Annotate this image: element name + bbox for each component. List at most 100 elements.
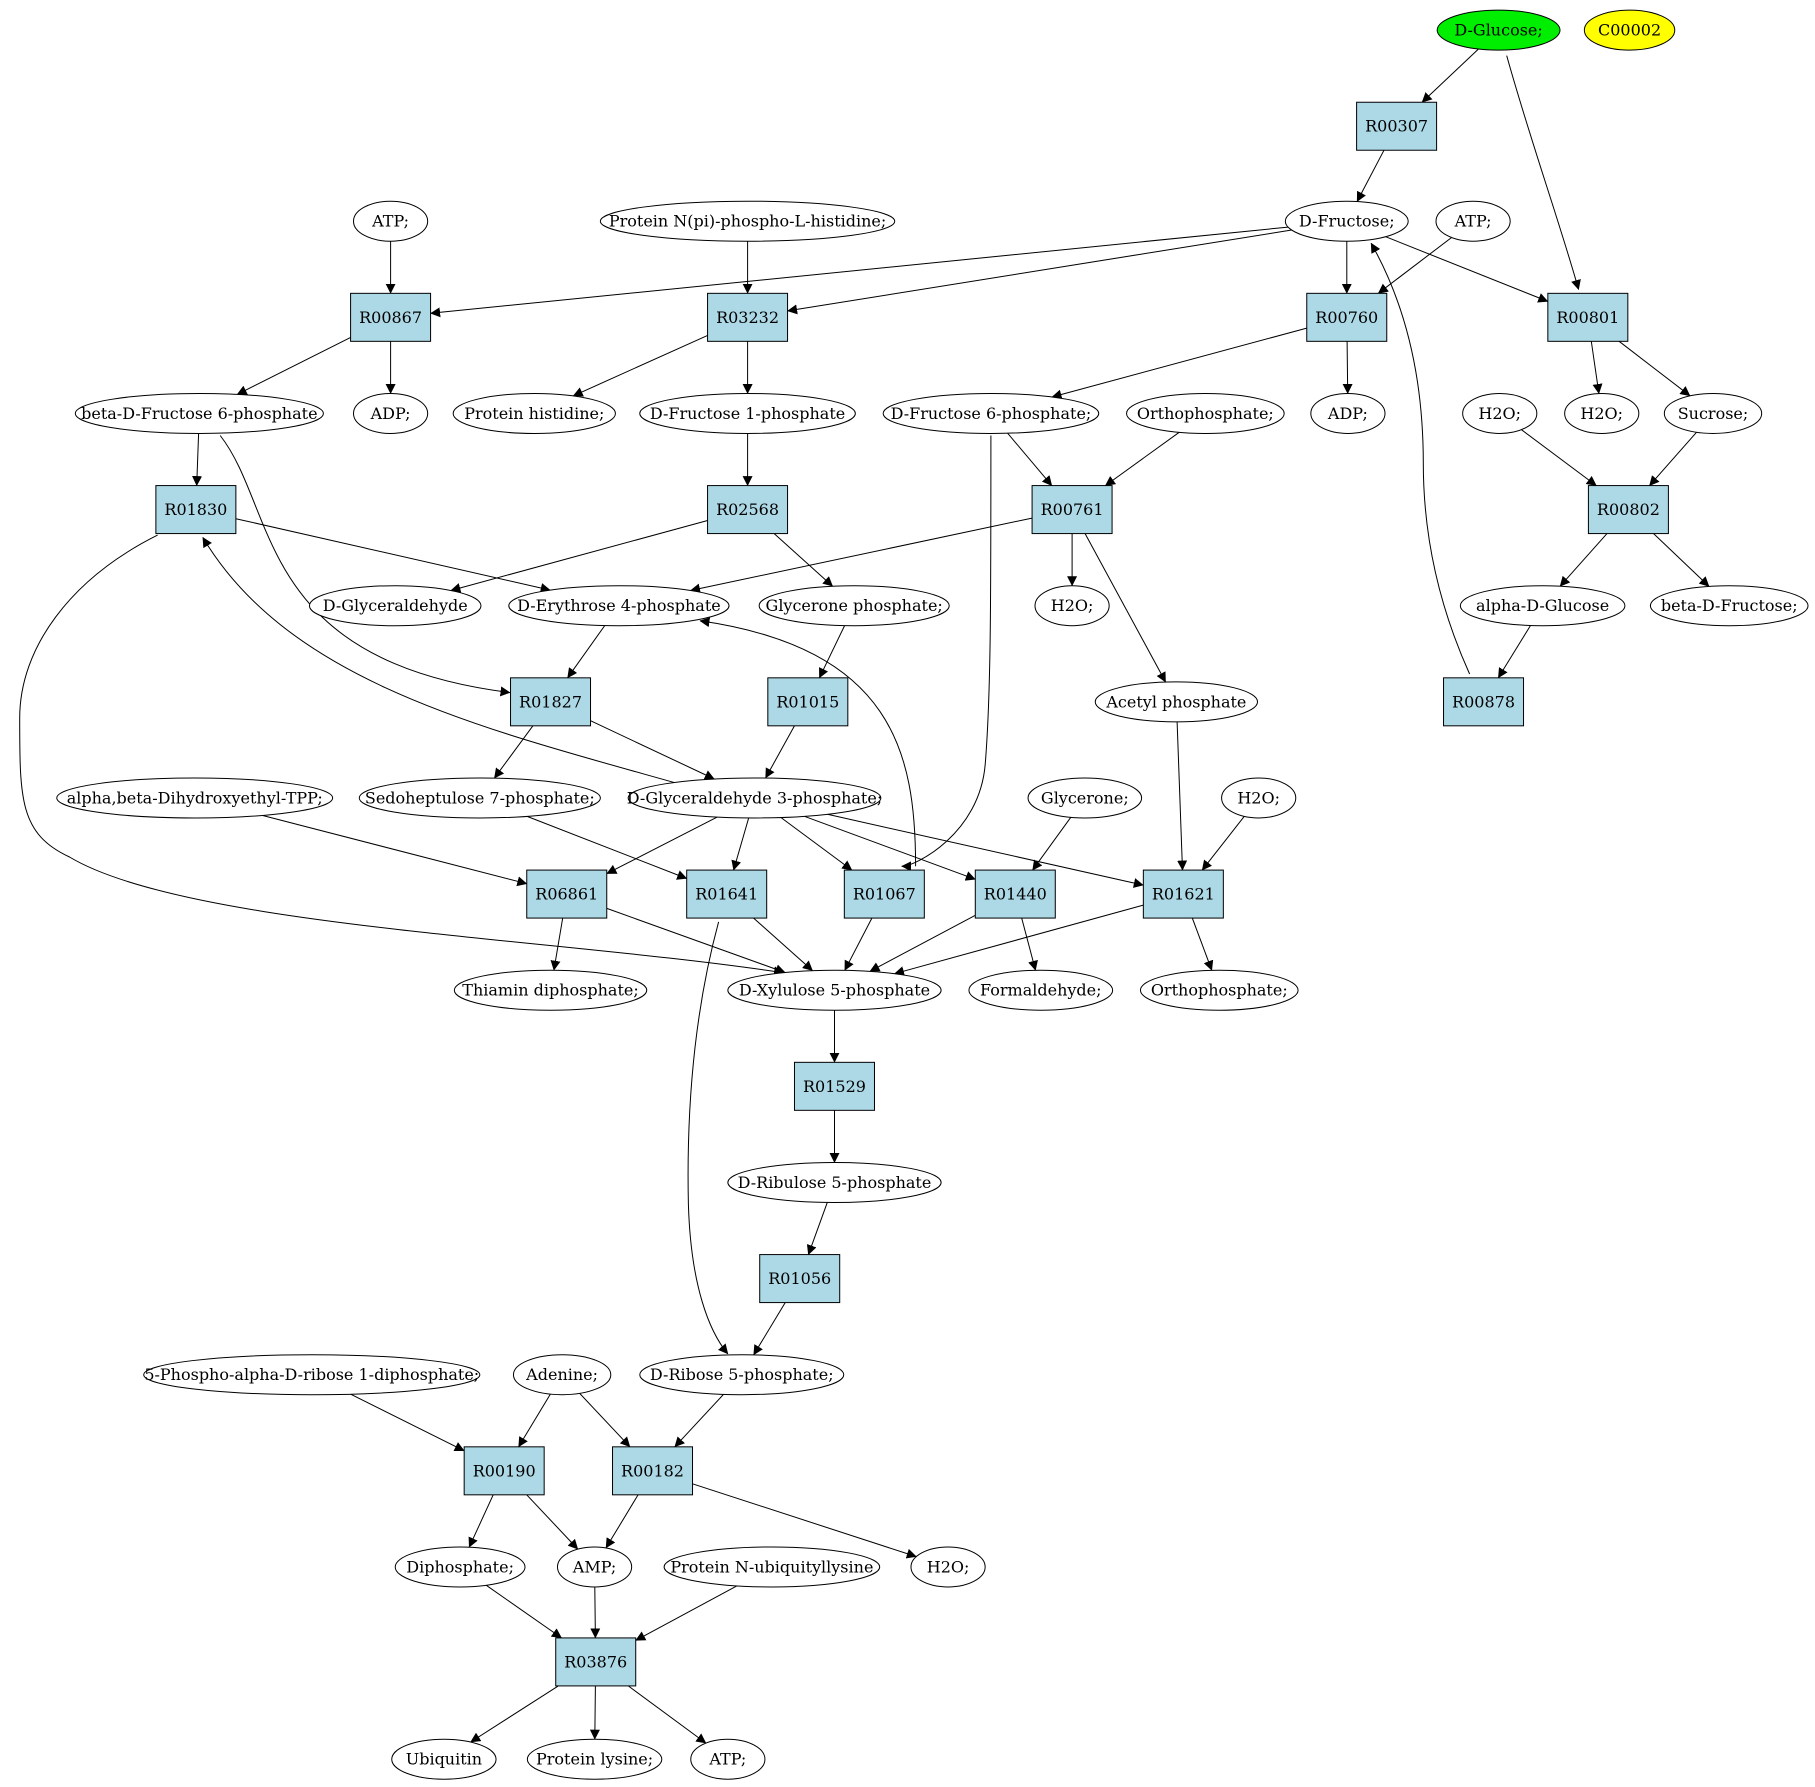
metabolite-ellipse — [358, 777, 601, 819]
metabolite-glycerone[interactable]: Glycerone; — [1027, 777, 1143, 819]
metabolite-dfructose[interactable]: D-Fructose; — [1284, 200, 1409, 242]
metabolite-adp2[interactable]: ADP; — [1310, 392, 1386, 434]
edge-h2o_d-to-r01621 — [1201, 816, 1245, 871]
metabolite-df1p[interactable]: D-Fructose 1-phosphate — [639, 392, 856, 434]
metabolite-bdfru[interactable]: beta-D-Fructose; — [1649, 585, 1809, 627]
metabolite-h2o_a[interactable]: H2O; — [1462, 392, 1538, 434]
metabolite-dglyald[interactable]: D-Glyceraldehyde — [308, 585, 482, 627]
reaction-r00761[interactable]: R00761 — [1031, 485, 1113, 535]
edge-r00182-to-h2o_e — [692, 1483, 917, 1559]
reaction-r01056[interactable]: R01056 — [759, 1254, 841, 1304]
metabolite-c00002[interactable]: C00002 — [1583, 9, 1676, 51]
metabolite-adglc[interactable]: alpha-D-Glucose — [1459, 585, 1626, 627]
metabolite-atp3[interactable]: ATP; — [690, 1738, 766, 1780]
reaction-r06861[interactable]: R06861 — [526, 869, 608, 919]
metabolite-ellipse — [968, 969, 1114, 1011]
reaction-r01067[interactable]: R01067 — [843, 869, 925, 919]
reaction-r02568[interactable]: R02568 — [707, 485, 789, 535]
edge-bdf6p-to-r01827 — [219, 435, 511, 697]
reaction-r01621[interactable]: R01621 — [1142, 869, 1224, 919]
reaction-label: R00878 — [1452, 692, 1515, 711]
edge-r01067-to-x5p — [844, 917, 873, 971]
metabolite-protlys[interactable]: Protein lysine; — [526, 1738, 663, 1780]
reaction-r00802[interactable]: R00802 — [1587, 485, 1669, 535]
metabolite-ellipse — [599, 200, 896, 242]
metabolite-orthop1[interactable]: Orthophosphate; — [1126, 392, 1285, 434]
metabolite-s7p[interactable]: Sedoheptulose 7-phosphate; — [358, 777, 601, 819]
metabolite-atp1[interactable]: ATP; — [352, 200, 429, 242]
reaction-r01529[interactable]: R01529 — [793, 1061, 875, 1111]
metabolite-de4p[interactable]: D-Erythrose 4-phosphate — [508, 585, 730, 627]
reaction-r00190[interactable]: R00190 — [463, 1446, 545, 1496]
reaction-r03232[interactable]: R03232 — [707, 292, 789, 342]
metabolite-amp[interactable]: AMP; — [556, 1546, 633, 1588]
metabolite-orthop2[interactable]: Orthophosphate; — [1139, 969, 1299, 1011]
metabolite-adenine[interactable]: Adenine; — [512, 1354, 612, 1396]
metabolite-h2o_c[interactable]: H2O; — [1034, 585, 1110, 627]
metabolite-label: D-Erythrose 4-phosphate — [517, 596, 721, 615]
edge-r00802-to-bdfru — [1653, 533, 1710, 587]
metabolite-acetylp[interactable]: Acetyl phosphate — [1094, 681, 1259, 723]
reaction-r01830[interactable]: R01830 — [155, 485, 237, 535]
metabolite-protnpi[interactable]: Protein N(pi)-phospho-L-histidine; — [599, 200, 896, 242]
metabolite-sucrose[interactable]: Sucrose; — [1663, 392, 1763, 434]
metabolite-formald[interactable]: Formaldehyde; — [968, 969, 1114, 1011]
metabolite-protnub[interactable]: Protein N-ubiquityllysine — [663, 1546, 881, 1588]
metabolite-g3p[interactable]: D-Glyceraldehyde 3-phosphate; — [627, 777, 882, 819]
metabolite-x5p[interactable]: D-Xylulose 5-phosphate — [727, 969, 942, 1011]
metabolite-h2o_b[interactable]: H2O; — [1564, 392, 1640, 434]
reaction-r00878[interactable]: R00878 — [1443, 677, 1525, 727]
metabolite-ellipse — [453, 969, 648, 1011]
metabolite-ellipse — [1583, 9, 1676, 51]
metabolite-ellipse — [1094, 681, 1259, 723]
metabolite-ellipse — [758, 585, 950, 627]
reaction-r01641[interactable]: R01641 — [686, 869, 768, 919]
metabolite-ru5p[interactable]: D-Ribulose 5-phosphate — [727, 1161, 942, 1203]
reaction-r03876[interactable]: R03876 — [555, 1637, 637, 1687]
edge-r00760-to-df6p — [1051, 327, 1307, 400]
metabolite-atp2[interactable]: ATP; — [1435, 200, 1511, 242]
edge-adglc-to-r00878 — [1497, 625, 1531, 679]
reaction-r00182[interactable]: R00182 — [612, 1446, 694, 1496]
edge-prpp-to-r00190 — [350, 1393, 465, 1452]
metabolite-dglucose[interactable]: D-Glucose; — [1436, 9, 1561, 51]
edge-r01015-to-g3p — [765, 725, 795, 779]
reaction-r01015[interactable]: R01015 — [767, 677, 849, 727]
reaction-label: R01830 — [164, 500, 227, 519]
metabolite-ellipse — [1126, 392, 1285, 434]
reaction-label: R03232 — [716, 308, 779, 327]
metabolite-r5p[interactable]: D-Ribose 5-phosphate; — [639, 1354, 845, 1396]
metabolite-h2o_d[interactable]: H2O; — [1221, 777, 1297, 819]
reaction-r00760[interactable]: R00760 — [1306, 292, 1388, 342]
metabolite-ellipse — [1435, 200, 1511, 242]
metabolite-ellipse — [1027, 777, 1143, 819]
reaction-r00801[interactable]: R00801 — [1547, 292, 1629, 342]
metabolite-ellipse — [910, 1546, 986, 1588]
reaction-r01440[interactable]: R01440 — [974, 869, 1056, 919]
metabolite-label: ATP; — [1454, 212, 1492, 231]
reaction-box — [155, 485, 237, 535]
metabolite-label: Protein lysine; — [536, 1750, 653, 1769]
edge-r01056-to-r5p — [753, 1302, 786, 1356]
metabolite-h2o_e[interactable]: H2O; — [910, 1546, 986, 1588]
metabolite-prothis[interactable]: Protein histidine; — [452, 392, 616, 434]
edge-r00760-to-adp2 — [1342, 341, 1353, 394]
metabolite-bdf6p[interactable]: beta-D-Fructose 6-phosphate — [74, 392, 324, 434]
reaction-r00867[interactable]: R00867 — [350, 292, 432, 342]
edge-amp-to-r03876 — [590, 1586, 601, 1639]
metabolite-glycp[interactable]: Glycerone phosphate; — [758, 585, 950, 627]
metabolite-ubiquitin[interactable]: Ubiquitin — [391, 1738, 497, 1780]
reaction-label: R00182 — [621, 1461, 684, 1480]
metabolite-adp1[interactable]: ADP; — [352, 392, 429, 434]
reaction-r01827[interactable]: R01827 — [510, 677, 592, 727]
metabolite-abdtpp[interactable]: alpha,beta-Dihydroxyethyl-TPP; — [56, 777, 334, 819]
edge-protnub-to-r03876 — [635, 1585, 738, 1641]
metabolite-prpp[interactable]: 5-Phospho-alpha-D-ribose 1-diphosphate; — [143, 1354, 481, 1396]
metabolite-diphos[interactable]: Diphosphate; — [394, 1546, 526, 1588]
reaction-r00307[interactable]: R00307 — [1356, 101, 1438, 151]
metabolite-df6p[interactable]: D-Fructose 6-phosphate; — [882, 392, 1100, 434]
metabolite-thdp[interactable]: Thiamin diphosphate; — [453, 969, 648, 1011]
edge-r06861-to-thdp — [550, 918, 564, 971]
